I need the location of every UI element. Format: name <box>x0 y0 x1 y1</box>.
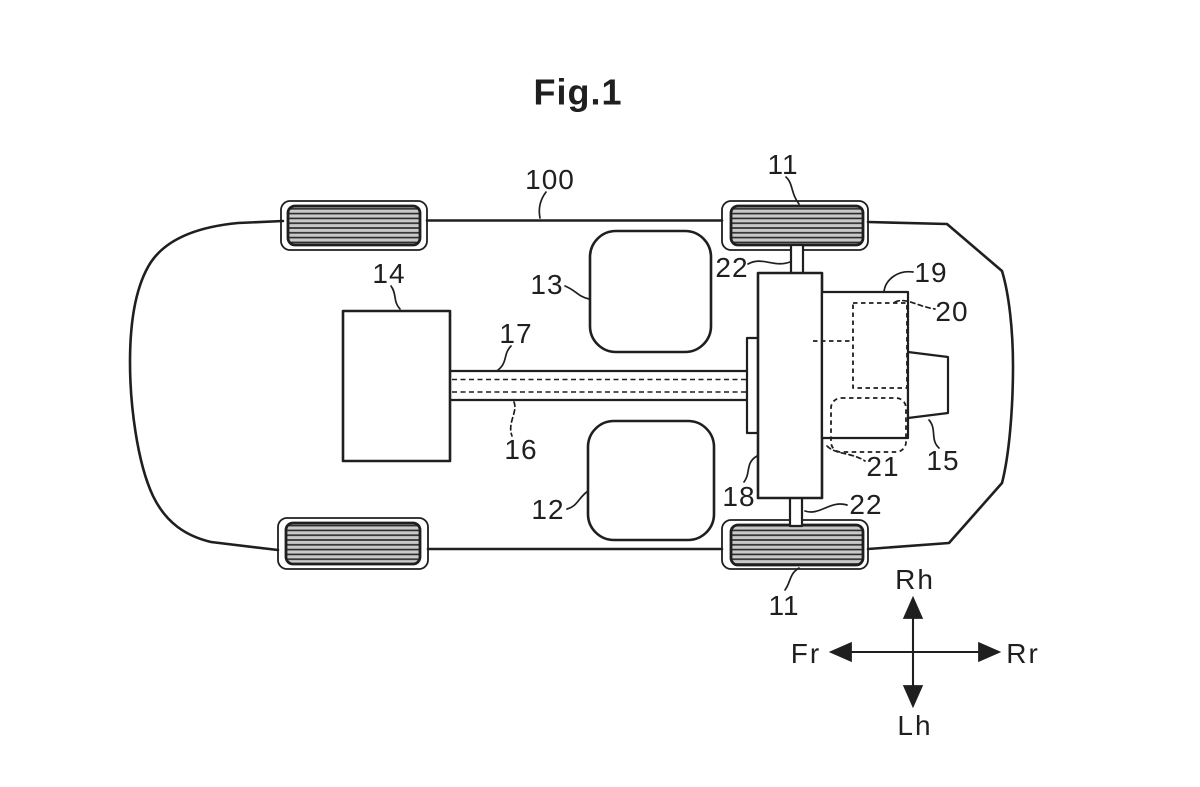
end-unit-15 <box>906 350 950 420</box>
wheel-top-left <box>286 204 422 247</box>
leader-100 <box>538 191 547 219</box>
hidden-unit-20 <box>852 302 908 389</box>
car-body-outline <box>128 219 1015 552</box>
leader-21 <box>826 445 866 462</box>
propeller-shaft-17 <box>450 369 748 402</box>
wheel-bottom-right <box>729 523 865 567</box>
drivetrain <box>341 243 950 528</box>
label-18: 18 <box>722 481 755 512</box>
compass-label-right: Rr <box>1006 638 1040 669</box>
seat-12 <box>586 419 716 542</box>
leader-11-bottom <box>784 567 800 591</box>
figure-title: Fig.1 <box>533 72 622 113</box>
hidden-unit-21 <box>830 397 907 453</box>
leader-16 <box>509 401 516 437</box>
leader-22-bottom <box>804 503 848 513</box>
leader-18 <box>743 455 758 483</box>
leader-20 <box>894 299 936 310</box>
housing-box-19 <box>820 290 910 440</box>
label-22-bottom: 22 <box>849 489 882 520</box>
direction-compass: Rh Lh Fr Rr <box>791 564 1040 741</box>
label-12: 12 <box>531 494 564 525</box>
body-front-nose <box>128 219 285 552</box>
shaft-coupling <box>745 336 760 435</box>
label-21: 21 <box>866 451 899 482</box>
seats <box>586 229 716 542</box>
label-15: 15 <box>926 445 959 476</box>
seat-13 <box>588 229 713 354</box>
leader-15 <box>928 419 940 449</box>
wheel-well-bottom-left <box>277 517 429 570</box>
label-11-bottom: 11 <box>768 590 799 621</box>
label-11-top: 11 <box>767 149 798 180</box>
compass-label-up: Rh <box>895 564 935 595</box>
leader-12 <box>566 490 589 510</box>
axle-top-22 <box>789 243 805 277</box>
label-100: 100 <box>525 164 575 195</box>
label-14: 14 <box>372 258 405 289</box>
wheels <box>284 204 865 567</box>
reference-numerals: 100 11 22 14 13 17 16 12 18 22 11 19 20 … <box>372 149 968 621</box>
front-unit-box-14 <box>341 309 452 463</box>
label-16: 16 <box>504 434 537 465</box>
leader-lines <box>390 176 940 591</box>
label-19: 19 <box>914 257 947 288</box>
label-17: 17 <box>499 318 532 349</box>
leader-11-top <box>785 176 800 205</box>
leader-19 <box>883 270 914 292</box>
wheel-top-right <box>729 204 865 247</box>
body-rear-edge <box>866 220 1015 551</box>
leader-14 <box>390 285 401 310</box>
label-22-top: 22 <box>715 252 748 283</box>
axle-bottom-22 <box>788 494 804 528</box>
leader-13 <box>564 285 590 300</box>
wheel-bottom-left <box>284 521 422 566</box>
wheel-well-top-left <box>280 200 428 251</box>
compass-label-down: Lh <box>897 710 932 741</box>
compass-label-left: Fr <box>791 638 821 669</box>
leader-17 <box>497 345 512 371</box>
label-13: 13 <box>530 269 563 300</box>
leader-22-top <box>747 260 791 265</box>
rear-unit-box-18 <box>756 271 824 500</box>
label-20: 20 <box>935 296 968 327</box>
